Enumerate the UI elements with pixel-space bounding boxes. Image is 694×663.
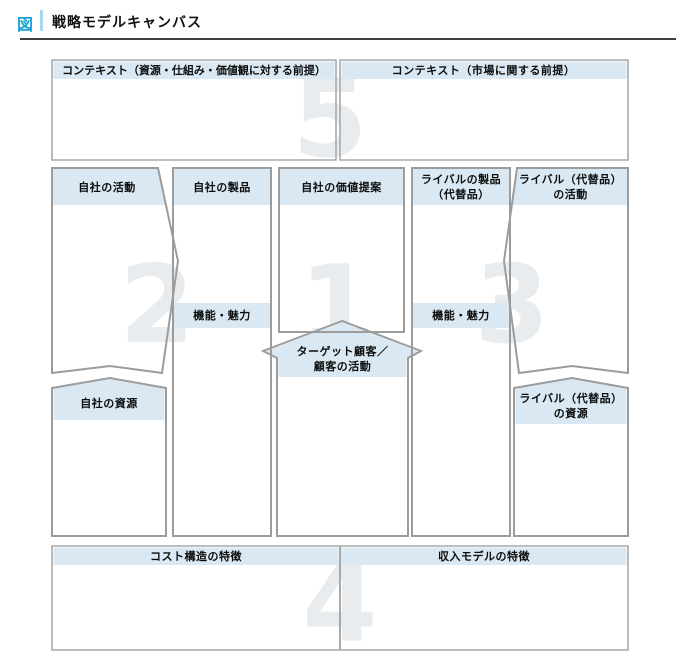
band-context-internal — [53, 61, 335, 79]
band-revenue-model — [341, 547, 627, 565]
label-rival-resources-line1: ライバル（代替品） — [519, 392, 623, 405]
band-rival-products — [413, 169, 509, 205]
band-rival-resources — [515, 379, 627, 424]
band-target-customer — [265, 322, 419, 377]
label-function-appeal-rival: 機能・魅力 — [432, 309, 490, 322]
label-rival-products: ライバルの製品 （代替品） — [413, 169, 509, 205]
band-own-products — [174, 169, 270, 205]
label-own-products: 自社の製品 — [193, 180, 251, 194]
label-context-internal: コンテキスト（資源・仕組み・価値観に対する前提） — [62, 63, 326, 77]
label-own-resources: 自社の資源 — [80, 396, 138, 410]
label-revenue-model: 収入モデルの特徴 — [438, 549, 530, 563]
label-target-customer-line1: ターゲット顧客／ — [296, 345, 389, 358]
label-target-customer-line2: 顧客の活動 — [313, 360, 372, 373]
label-rival-activities-line1: ライバル（代替品） — [518, 173, 623, 186]
label-own-value-proposition: 自社の価値提案 — [301, 180, 382, 194]
title-separator-bar — [40, 10, 43, 31]
label-own-activities: 自社の活動 — [78, 180, 136, 194]
header-bands — [53, 61, 627, 565]
label-rival-activities: ライバル（代替品） の活動 — [514, 169, 627, 205]
band-function-appeal-own — [174, 303, 270, 328]
label-rival-products-line2: （代替品） — [432, 188, 490, 201]
title-underline — [20, 38, 676, 40]
band-own-value-proposition — [280, 169, 403, 205]
label-rival-products-line1: ライバルの製品 — [420, 173, 502, 186]
label-function-appeal-own: 機能・魅力 — [193, 309, 251, 322]
label-rival-resources-line2: の資源 — [553, 407, 589, 420]
label-cost-structure: コスト構造の特徴 — [150, 549, 242, 563]
band-own-activities — [53, 169, 166, 205]
label-rival-activities-line2: の活動 — [553, 188, 588, 201]
label-context-market: コンテキスト（市場に関する前提） — [391, 63, 576, 77]
figure-badge-icon: 図 — [17, 15, 34, 34]
band-own-resources — [53, 379, 165, 420]
band-context-market — [341, 61, 627, 79]
outer-box-outlines — [51, 59, 629, 651]
label-rival-resources: ライバル（代替品） の資源 — [514, 389, 628, 423]
band-cost-structure — [53, 547, 339, 565]
page-title: 戦略モデルキャンバス — [52, 15, 202, 31]
label-target-customer: ターゲット顧客／ 顧客の活動 — [277, 342, 408, 376]
band-rival-activities — [511, 169, 627, 205]
band-function-appeal-rival — [413, 303, 509, 328]
